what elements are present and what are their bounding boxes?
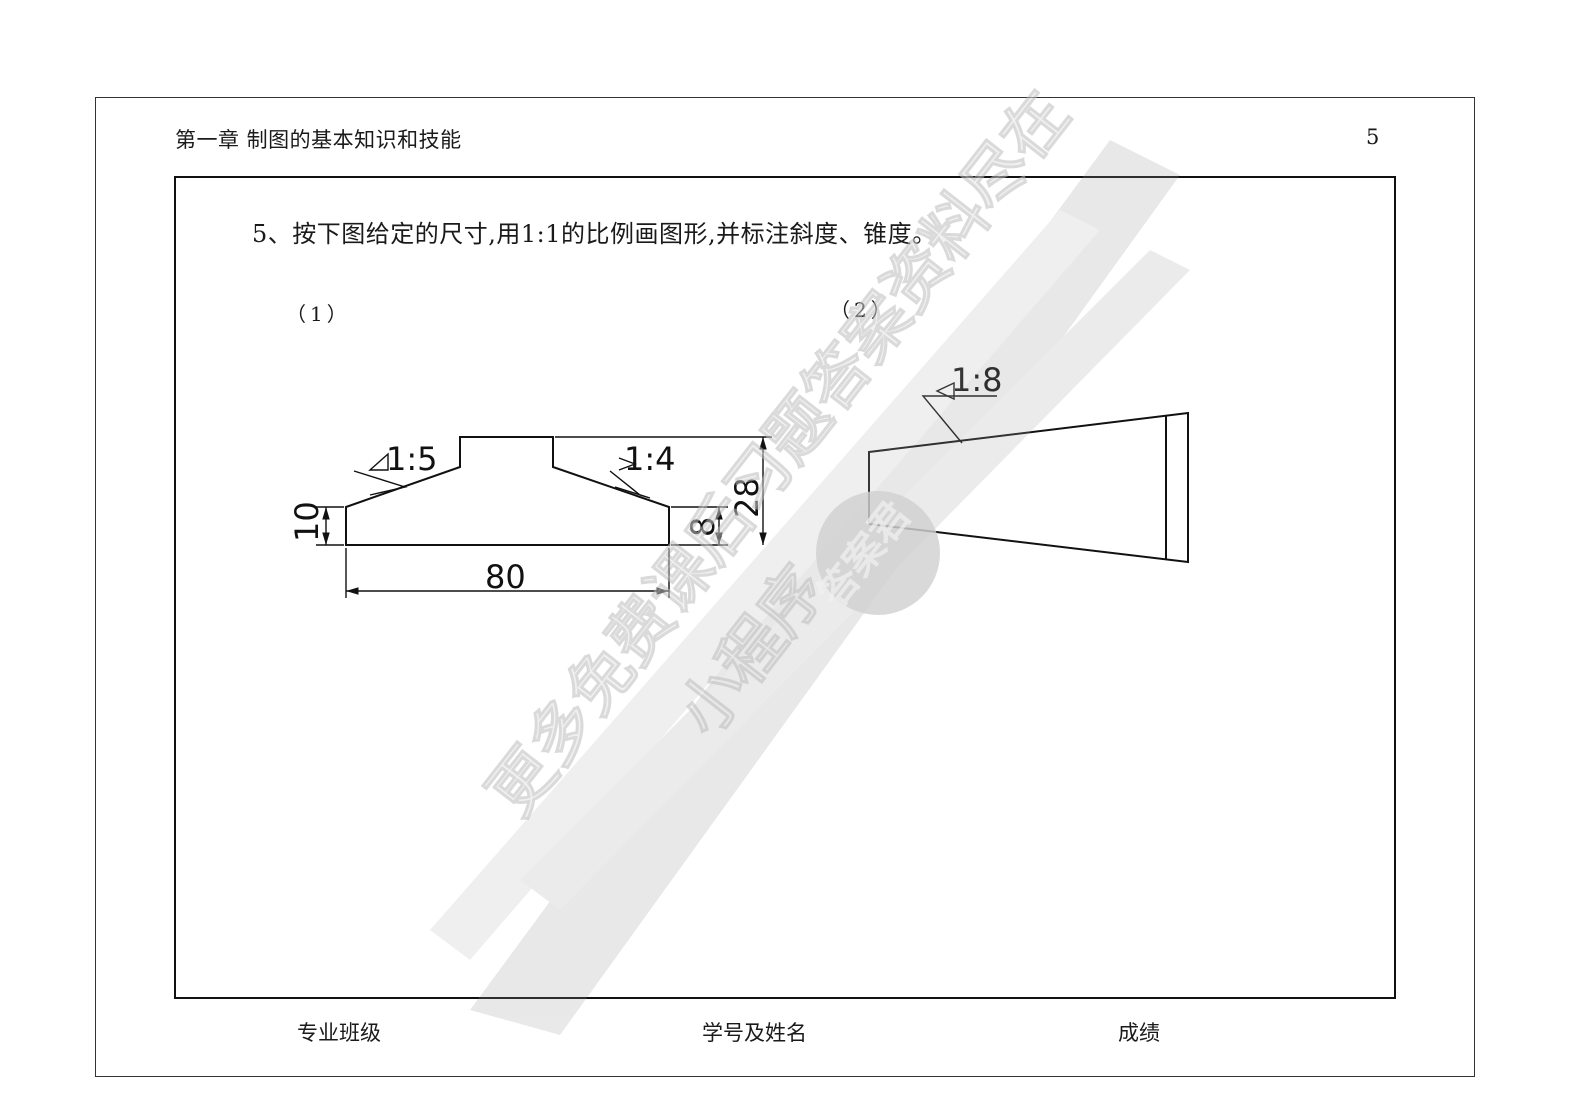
- figure2-annotation: [921, 381, 997, 444]
- taper-label: 1:8: [951, 361, 1003, 399]
- dim-height-inner-label: 8: [684, 517, 722, 537]
- slope-right-leader: [609, 470, 651, 499]
- slope-left-label: 1:5: [386, 440, 438, 478]
- figure1-outline: [345, 436, 670, 546]
- figure1-labels: 1:5 1:4 10 8 28 80: [288, 440, 766, 596]
- page-border: [95, 97, 1475, 1077]
- dim-height-left-label: 10: [288, 501, 326, 542]
- dim-height-total-label: 28: [728, 477, 766, 518]
- page-number: 5: [1366, 125, 1380, 149]
- question-text: 5、按下图给定的尺寸,用1:1的比例画图形,并标注斜度、锥度。: [252, 220, 937, 248]
- taper-symbol: [935, 381, 955, 401]
- taper-leader: [921, 395, 997, 444]
- chapter-title: 第一章 制图的基本知识和技能: [175, 128, 462, 152]
- dim-width-label: 80: [485, 558, 526, 596]
- slope-right-symbol: [618, 457, 637, 471]
- slope-right-label: 1:4: [624, 440, 676, 478]
- footer-student-id-name: 学号及姓名: [702, 1021, 807, 1045]
- footer-grade: 成绩: [1118, 1021, 1160, 1045]
- slope-left-symbol: [368, 452, 389, 471]
- slope-left-leader: [353, 470, 408, 496]
- figure2-part: [868, 411, 1189, 564]
- figure2-outline: [868, 411, 1189, 564]
- figure1-part: [345, 436, 670, 546]
- figure1-dimensions: [316, 436, 772, 598]
- footer-major-class: 专业班级: [297, 1021, 381, 1045]
- part1-label: （1）: [286, 302, 351, 326]
- exercise-frame: [174, 176, 1396, 999]
- part2-label: （2）: [830, 298, 895, 322]
